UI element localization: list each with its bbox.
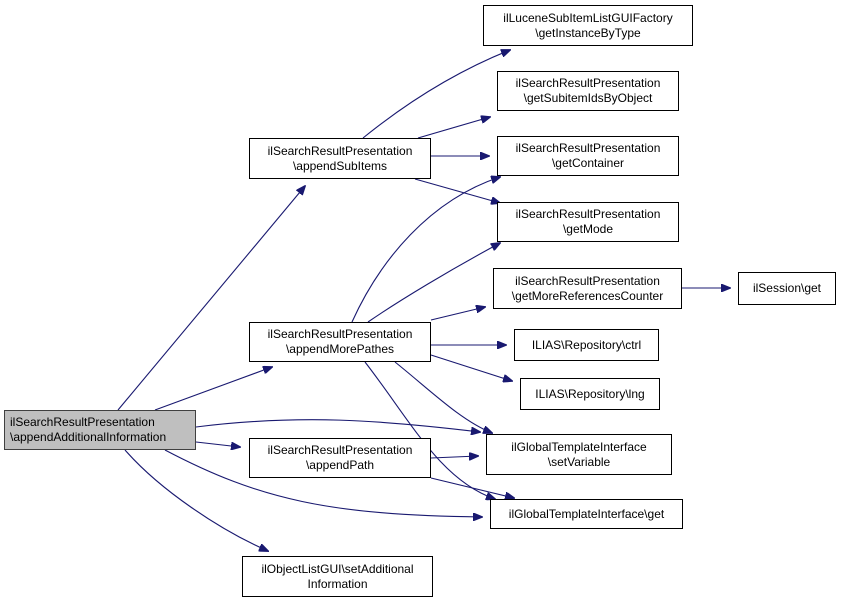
edge-appendPath-to-tplGet [430,477,514,498]
node-label-line: ilObjectListGUI\setAdditional [261,561,414,576]
node-label-line: ilSession\get [752,281,822,295]
node-label-line: \getSubitemIdsByObject [523,91,653,105]
node-label-line: ilSearchResultPresentation [267,443,413,457]
node-label-line: \getContainer [551,156,625,170]
node-label-line: \getInstanceByType [535,25,641,40]
node-label-line: ilLuceneSubItemListGUIFactory [503,10,673,25]
edge-appendSubItems-to-getSubitemIdsByObject [417,117,490,139]
node-label-line: ilSearchResultPresentation [10,415,155,429]
edge-appendPath-to-setVariable [430,456,478,458]
node-setVariable[interactable]: ilGlobalTemplateInterface\setVariable [486,434,672,475]
node-appendPath[interactable]: ilSearchResultPresentation\appendPath [249,438,431,478]
node-label-line: ilSearchResultPresentation [267,143,413,158]
node-label-line: ilSearchResultPresentation [515,273,660,288]
node-label-line: ILIAS\Repository\lng [535,386,645,401]
node-repoCtrl[interactable]: ILIAS\Repository\ctrl [514,329,659,361]
node-appendMorePathes[interactable]: ilSearchResultPresentation\appendMorePat… [249,322,431,362]
node-label-line: \getMoreReferencesCounter [511,288,664,303]
edge-appendSubItems-to-getMode [414,178,500,203]
node-getSubitemIdsByObject[interactable]: ilSearchResultPresentation\getSubitemIds… [497,71,679,111]
node-label-line: ilSearchResultPresentation [515,76,661,90]
node-repoLng[interactable]: ILIAS\Repository\lng [520,378,660,410]
node-appendSubItems[interactable]: ilSearchResultPresentation\appendSubItem… [249,138,431,179]
edge-root-to-setVariable [195,419,480,432]
node-label-line: \appendAdditionalInformation [10,430,167,444]
edge-appendMorePathes-to-getContainer [351,177,500,323]
edge-root-to-appendSubItems [117,186,305,411]
node-label-line: \appendSubItems [292,158,388,173]
node-label-line: ilGlobalTemplateInterface\get [508,506,665,521]
edge-root-to-appendPath [195,441,240,447]
edge-appendMorePathes-to-setVariable [394,361,492,433]
node-label-line: Information [307,576,368,591]
node-label-line: \setVariable [547,454,611,469]
node-label-line: \appendMorePathes [285,342,395,356]
edge-appendSubItems-to-getInstanceByType [362,50,510,139]
node-label-line: ilSearchResultPresentation [515,207,661,221]
edge-root-to-appendMorePathes [154,367,272,411]
edge-root-to-setAdditionalInformation [124,449,268,551]
edge-root-to-tplGet [164,449,482,517]
node-getInstanceByType[interactable]: ilLuceneSubItemListGUIFactory\getInstanc… [483,5,693,46]
node-getContainer[interactable]: ilSearchResultPresentation\getContainer [497,136,679,176]
edge-appendMorePathes-to-tplGet [364,361,495,499]
node-label-line: \getMode [562,222,614,236]
node-getMoreReferencesCounter[interactable]: ilSearchResultPresentation\getMoreRefere… [493,268,682,309]
node-tplGet[interactable]: ilGlobalTemplateInterface\get [490,499,683,529]
node-getMode[interactable]: ilSearchResultPresentation\getMode [497,202,679,242]
node-label-line: ILIAS\Repository\ctrl [531,337,642,352]
edge-appendMorePathes-to-repoLng [430,354,512,381]
node-sessionGet[interactable]: ilSession\get [738,272,836,305]
node-label-line: ilSearchResultPresentation [267,327,413,341]
node-label-line: ilSearchResultPresentation [515,141,661,155]
edge-appendMorePathes-to-getMoreReferencesCounter [430,307,485,321]
edge-appendMorePathes-to-getMode [367,243,500,323]
node-label-line: ilGlobalTemplateInterface [511,439,647,454]
node-root[interactable]: ilSearchResultPresentation\appendAdditio… [4,410,196,450]
node-label-line: \appendPath [305,458,375,472]
